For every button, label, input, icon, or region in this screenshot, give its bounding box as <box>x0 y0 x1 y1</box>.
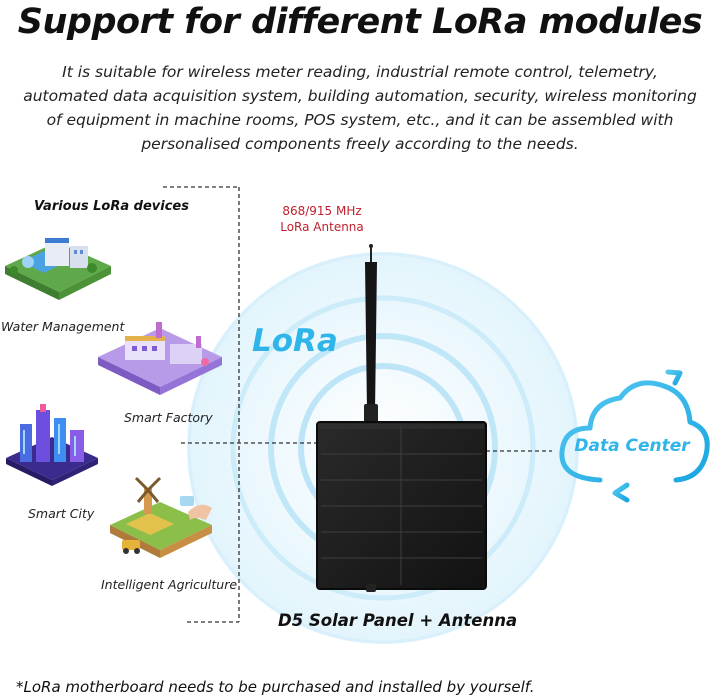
device-label-smart-factory: Smart Factory <box>124 410 213 425</box>
description-line: personalised components freely according… <box>141 135 579 153</box>
smart-city-icon <box>6 404 98 486</box>
product-label: D5 Solar Panel + Antenna <box>278 611 518 630</box>
description: It is suitable for wireless meter readin… <box>0 60 720 156</box>
footnote: *LoRa motherboard needs to be purchased … <box>16 678 535 696</box>
antenna-frequency: 868/915 MHz <box>282 204 362 218</box>
antenna-name: LoRa Antenna <box>280 220 364 234</box>
description-line: It is suitable for wireless meter readin… <box>62 63 658 81</box>
device-label-water-management: Water Management <box>1 319 125 334</box>
lora-signal-label: LoRa <box>252 323 338 359</box>
intelligent-agriculture-icon <box>110 476 212 558</box>
cloud-shape <box>559 369 710 503</box>
devices-heading: Various LoRa devices <box>34 199 189 214</box>
solar-panel <box>316 421 487 592</box>
water-management-icon <box>5 238 111 300</box>
page-title: Support for different LoRa modules <box>17 2 703 42</box>
dashed-connectors <box>163 186 552 623</box>
description-line: of equipment in machine rooms, POS syste… <box>46 111 674 129</box>
data-center-label: Data Center <box>574 436 690 456</box>
antenna-label: 868/915 MHz LoRa Antenna <box>262 203 382 235</box>
description-line: automated data acquisition system, build… <box>23 87 697 105</box>
device-label-intelligent-agriculture: Intelligent Agriculture <box>101 577 238 592</box>
smart-factory-icon <box>98 322 222 395</box>
antenna <box>364 244 378 426</box>
device-label-smart-city: Smart City <box>28 506 95 521</box>
